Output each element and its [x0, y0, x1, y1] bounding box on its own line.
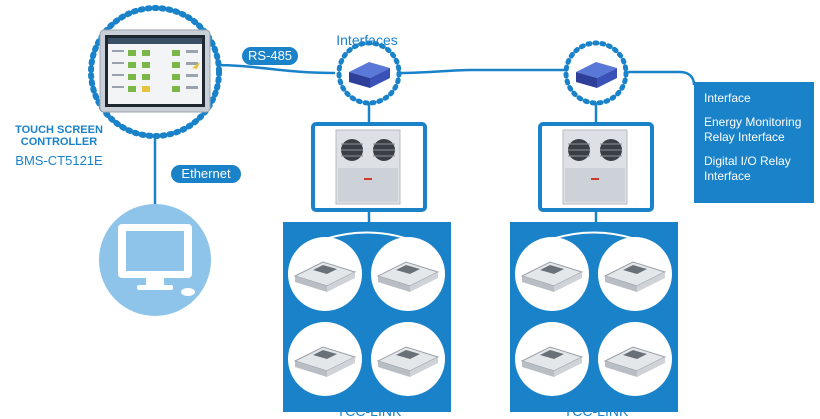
outdoor-unit-icon	[562, 129, 628, 205]
cassette-unit-icon	[288, 237, 362, 311]
indoor-group-2	[510, 222, 678, 412]
cassette-unit-icon	[371, 322, 445, 396]
rs485-label: RS-485	[242, 47, 298, 65]
interface-module-icon	[576, 62, 617, 88]
indoor-groups	[283, 222, 678, 412]
cassette-unit-icon	[598, 237, 672, 311]
indoor-group-1	[283, 222, 451, 412]
cassette-unit-icon	[515, 237, 589, 311]
info-item-digital-io: Digital I/O Relay Interface	[704, 154, 791, 183]
info-item-energy: Energy Monitoring Relay Interface	[704, 115, 802, 144]
controller-title: TOUCH SCREEN CONTROLLER	[0, 124, 118, 148]
cassette-unit-icon	[598, 322, 672, 396]
ethernet-label: Ethernet	[171, 165, 241, 183]
controller-model: BMS-CT5121E	[15, 153, 103, 168]
cassette-unit-icon	[515, 322, 589, 396]
outdoor-unit-box-1	[311, 122, 427, 212]
interface-module-icon	[349, 62, 390, 88]
outdoor-unit-icon	[335, 129, 401, 205]
interface-link-line	[399, 68, 565, 75]
interface-info-box: Interface Energy Monitoring Relay Interf…	[694, 82, 814, 203]
info-link-line	[628, 70, 696, 86]
touch-screen-icon	[99, 29, 211, 113]
outdoor-unit-box-2	[538, 122, 654, 212]
controller-title-line2: CONTROLLER	[20, 136, 98, 148]
interfaces-label: Interfaces	[336, 32, 398, 48]
tcc-link-label-1: TCC-LINK	[336, 403, 402, 419]
tcc-link-label-2: TCC-LINK	[563, 403, 629, 419]
info-item-interface: Interface	[704, 91, 751, 105]
controller-title-line1: TOUCH SCREEN	[15, 124, 103, 136]
monitor-icon	[99, 204, 211, 316]
rs485-line	[211, 63, 336, 75]
cassette-unit-icon	[288, 322, 362, 396]
cassette-unit-icon	[371, 237, 445, 311]
